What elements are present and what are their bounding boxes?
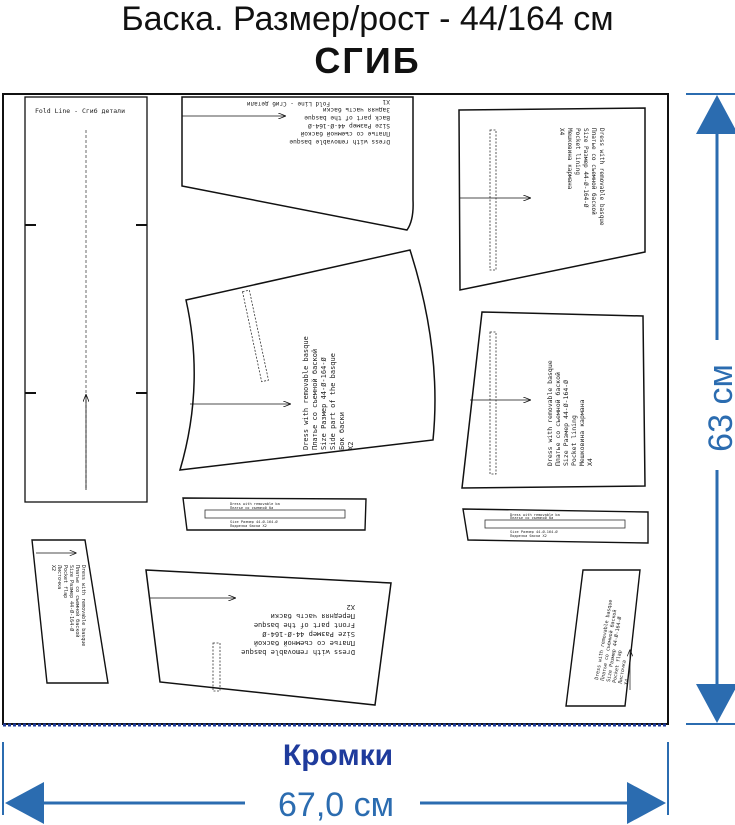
svg-text:Листочка: Листочка [618,660,628,685]
page-title: Баска. Размер/рост - 44/164 см [121,0,614,38]
pocket-lining-1-label: Dress with removable basque Платье со съ… [558,128,605,226]
pattern-piece-strip-left: Dress with removable ba Платье со съемно… [182,497,367,531]
pattern-piece-pocket-lining-1: Dress with removable basque Платье со съ… [458,107,646,291]
svg-text:Задняя часть баски: Задняя часть баски [323,106,390,114]
svg-text:Платье со съемной баской: Платье со съемной баской [554,372,562,466]
svg-text:Подрезка баски X2: Подрезка баски X2 [230,523,267,528]
fold-label: СГИБ [314,40,421,81]
svg-text:Платье со съемной баской: Платье со съемной баской [254,639,355,647]
svg-text:Size Размер 44-Ø-164-Ø: Size Размер 44-Ø-164-Ø [510,529,558,534]
svg-text:Платье со съемной баской: Платье со съемной баской [300,130,390,138]
svg-text:Size Размер 44-Ø-164-Ø: Size Размер 44-Ø-164-Ø [230,519,278,524]
svg-text:Pocket flap: Pocket flap [62,565,68,598]
svg-text:X2: X2 [50,565,56,571]
svg-text:Платье со съемной ба: Платье со съемной ба [230,505,273,510]
svg-text:Dress with removable ba: Dress with removable ba [510,513,560,517]
svg-text:Dress with removable basque: Dress with removable basque [241,648,355,656]
front-basque-label: Dress with removable basque Платье со съ… [241,603,355,656]
svg-text:Size Размер 44-Ø-164-Ø: Size Размер 44-Ø-164-Ø [68,565,75,631]
svg-text:X2: X2 [347,442,355,450]
svg-text:Передняя часть баски: Передняя часть баски [271,612,355,620]
width-dimension: 67,0 см [2,742,669,824]
svg-text:Pocket lining: Pocket lining [570,415,578,466]
strip-right-label: Dress with removable ba Платье со съемно… [510,513,560,538]
pattern-piece-strip-right: Dress with removable ba Платье со съемно… [462,508,649,544]
svg-text:Dress with removable ba: Dress with removable ba [230,502,280,506]
pattern-piece-fold-strip: Fold Line - Сгиб детали [24,96,148,503]
fold-strip-text: Fold Line - Сгиб детали [35,107,125,115]
svg-text:Size Размер 44-Ø-164-Ø: Size Размер 44-Ø-164-Ø [320,356,328,450]
svg-text:Size Размер 44-Ø-164-Ø: Size Размер 44-Ø-164-Ø [308,122,390,130]
svg-text:Back part of the basque: Back part of the basque [304,114,390,121]
svg-text:Pocket flap: Pocket flap [612,650,624,684]
fabric-area [2,93,669,725]
svg-text:Pocket lining: Pocket lining [574,128,581,175]
svg-text:Платье со съемной баской: Платье со съемной баской [74,565,81,637]
svg-text:Dress with removable basque: Dress with removable basque [302,336,310,450]
pattern-piece-front-basque: Dress with removable basque Платье со съ… [145,569,392,706]
svg-text:X1: X1 [382,98,390,105]
svg-text:Size Размер 44-Ø-164-Ø: Size Размер 44-Ø-164-Ø [562,380,570,466]
svg-text:Мешковина кармана: Мешковина кармана [578,399,586,466]
pattern-piece-pocket-flap-left: Dress with removable basque Платье со съ… [31,539,109,684]
svg-text:X4: X4 [586,458,594,466]
svg-text:X2: X2 [347,603,355,611]
svg-text:X4: X4 [624,679,631,686]
svg-text:Подрезка баски X2: Подрезка баски X2 [510,533,547,538]
svg-text:Dress with removable basque: Dress with removable basque [80,565,86,646]
height-label: 63 см [702,364,735,452]
svg-text:Size Размер 44-Ø-164-Ø: Size Размер 44-Ø-164-Ø [261,630,355,638]
selvedge-label: Кромки [283,739,393,772]
svg-text:Dress with removable basque: Dress with removable basque [546,360,554,466]
back-basque-label: Dress with removable basque Платье со съ… [289,98,390,145]
svg-text:X4: X4 [558,128,565,136]
height-dimension: 63 см [686,93,735,725]
svg-text:Dress with removable basque: Dress with removable basque [289,138,390,145]
pattern-piece-pocket-lining-2: Dress with removable basque Платье со съ… [461,311,646,489]
svg-text:Платье со съемной баской: Платье со съемной баской [590,128,597,215]
width-label: 67,0 см [278,786,394,824]
svg-text:Бок баски: Бок баски [338,412,346,450]
pattern-piece-back-basque: Fold Line - Сгиб детали Dress with remov… [181,96,414,231]
svg-text:Листочка: Листочка [56,565,62,589]
pocket-lining-2-label: Dress with removable basque Платье со съ… [546,360,594,466]
svg-text:Front part of the basque: Front part of the basque [254,621,355,629]
pocket-flap-left-label: Dress with removable basque Платье со съ… [50,565,86,646]
svg-text:Мешковина кармана: Мешковина кармана [566,128,573,190]
svg-text:Size Размер 44-Ø-164-Ø: Size Размер 44-Ø-164-Ø [582,128,589,208]
svg-text:Side part of the basque: Side part of the basque [329,353,337,450]
svg-text:Платье со съемной баской: Платье со съемной баской [311,349,319,450]
side-basque-label: Dress with removable basque Платье со съ… [302,336,355,450]
strip-left-label: Dress with removable ba Платье со съемно… [230,502,280,528]
svg-text:Dress with removable basque: Dress with removable basque [598,128,605,226]
svg-text:Платье со съемной ба: Платье со съемной ба [510,515,553,520]
pattern-piece-side-basque: Dress with removable basque Платье со съ… [178,249,436,471]
back-basque-fold-text: Fold Line - Сгиб детали [247,100,330,107]
